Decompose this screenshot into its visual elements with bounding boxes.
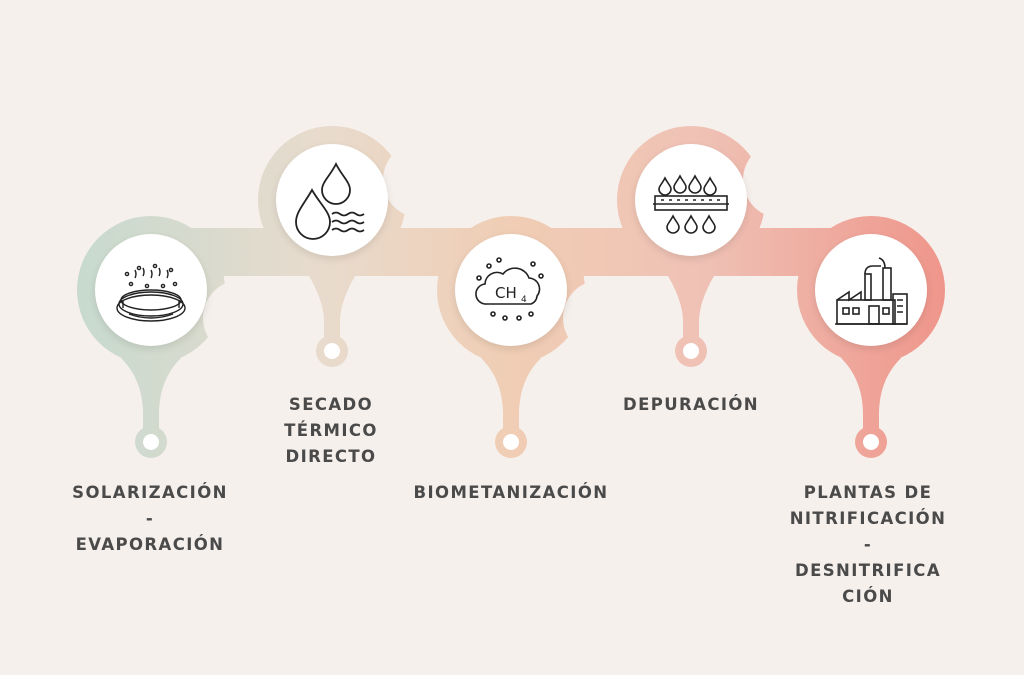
droplet-dot bbox=[863, 434, 879, 450]
label-solarizacion: SOLARIZACIÓN - EVAPORACIÓN bbox=[72, 483, 228, 554]
filter-drops-icon bbox=[653, 174, 729, 234]
svg-text:4: 4 bbox=[521, 295, 527, 305]
droplet-dot bbox=[324, 343, 340, 359]
label-plantas: PLANTAS DE NITRIFICACIÓN - DESNITRIFICA … bbox=[789, 483, 947, 606]
methane-formula: CH bbox=[495, 284, 517, 302]
step-biometanizacion: CH 4 bbox=[455, 234, 567, 346]
methane-cloud-icon: CH 4 bbox=[475, 257, 544, 321]
droplet-dot bbox=[503, 434, 519, 450]
step-plantas bbox=[815, 234, 927, 346]
droplet-dot bbox=[683, 343, 699, 359]
factory-icon bbox=[835, 257, 908, 325]
step-secado bbox=[276, 144, 388, 256]
droplet-dot bbox=[143, 434, 159, 450]
step-solarizacion bbox=[95, 234, 207, 346]
label-depuracion: DEPURACIÓN bbox=[622, 395, 760, 414]
step-depuracion bbox=[635, 144, 747, 256]
label-secado: SECADO TÉRMICO DIRECTO bbox=[284, 395, 378, 466]
label-biometanizacion: BIOMETANIZACIÓN bbox=[413, 483, 609, 502]
evaporation-pond-icon bbox=[116, 263, 186, 322]
water-drops-icon bbox=[295, 161, 365, 240]
